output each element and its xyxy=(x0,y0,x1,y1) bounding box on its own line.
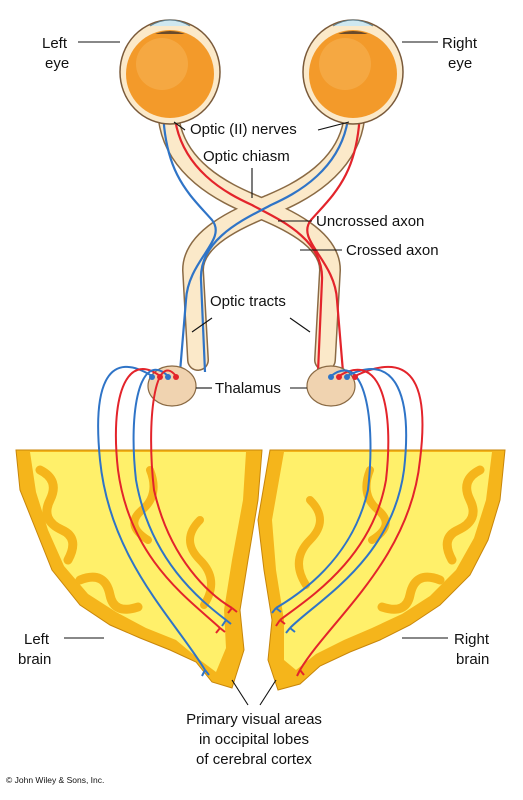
right-brain-label-line2: brain xyxy=(456,651,489,668)
visual-areas-label-line1: Primary visual areas xyxy=(186,711,322,728)
optic-tracts-label: Optic tracts xyxy=(210,293,286,310)
copyright-notice: © John Wiley & Sons, Inc. xyxy=(6,775,104,785)
uncrossed-axon-label: Uncrossed axon xyxy=(316,213,424,230)
labels: Left eye Right eye Optic (II) nerves Opt… xyxy=(6,35,490,785)
axon-terminals xyxy=(201,607,305,677)
visual-areas-label-line2: in occipital lobes xyxy=(199,731,309,748)
crossed-axon-label: Crossed axon xyxy=(346,242,439,259)
thalamus-label: Thalamus xyxy=(215,380,281,397)
left-brain-label-line1: Left xyxy=(24,631,50,648)
right-eye xyxy=(302,19,404,125)
left-brain-label-line2: brain xyxy=(18,651,51,668)
right-thalamus xyxy=(306,365,356,407)
nerve-axons xyxy=(161,109,362,373)
left-eye xyxy=(119,19,221,125)
right-eye-label-line2: eye xyxy=(448,55,472,72)
optic-chiasm-label: Optic chiasm xyxy=(203,148,290,165)
optic-nerves-label: Optic (II) nerves xyxy=(190,121,297,138)
leader-lines xyxy=(64,41,448,706)
left-occipital-lobe xyxy=(15,449,263,689)
thalamus-synapses xyxy=(149,374,358,380)
right-eye-label-line1: Right xyxy=(442,35,478,52)
visual-areas-label-line3: of cerebral cortex xyxy=(196,751,312,768)
right-brain-label-line1: Right xyxy=(454,631,490,648)
left-eye-label-line1: Left xyxy=(42,35,68,52)
left-eye-label-line2: eye xyxy=(45,55,69,72)
